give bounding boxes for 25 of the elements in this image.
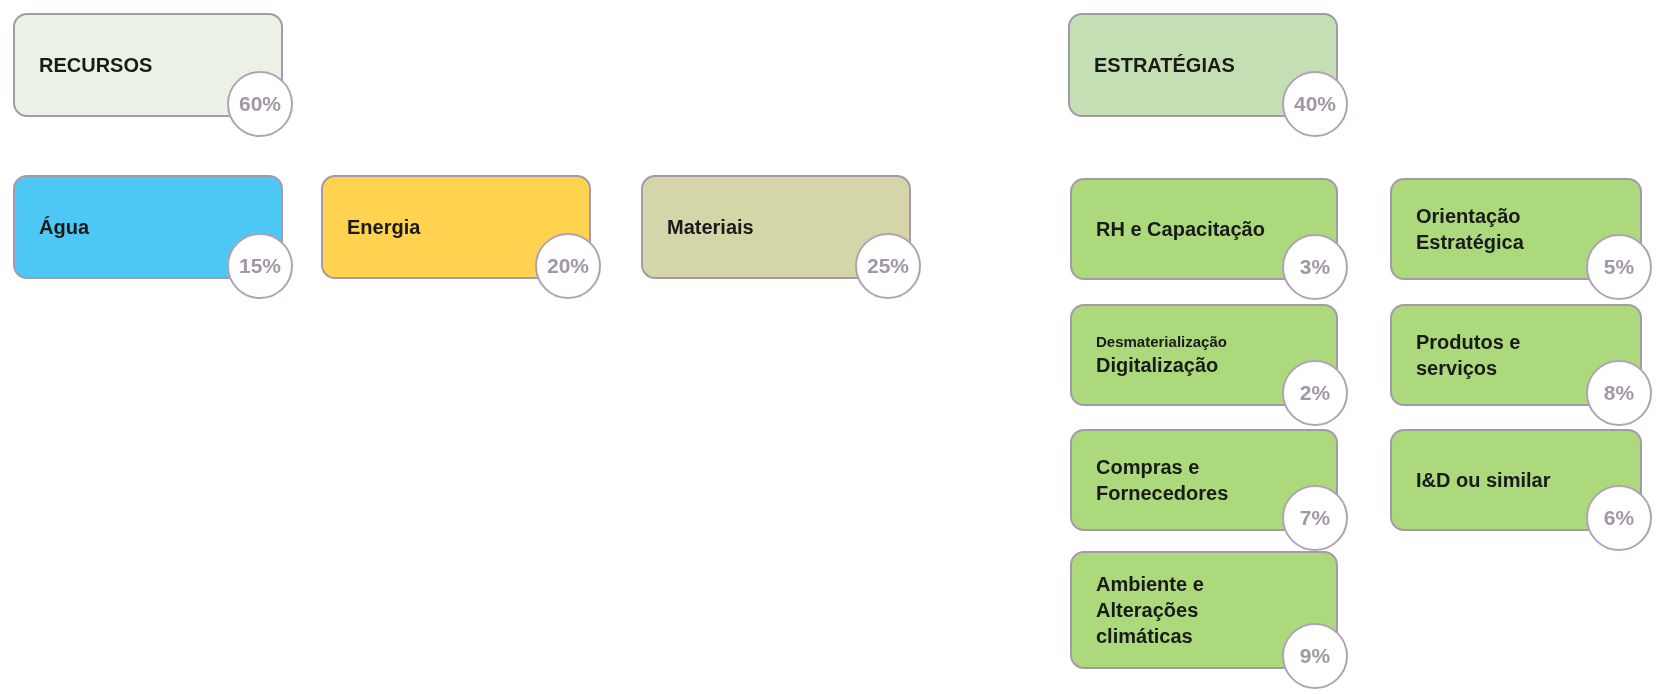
percentage-badge: 15% xyxy=(227,233,293,299)
category-label: RH e Capacitação xyxy=(1096,217,1266,242)
category-label: Ambiente e Alterações climáticas xyxy=(1096,572,1205,649)
percentage-badge: 9% xyxy=(1282,623,1348,689)
category-label: Desmaterialização xyxy=(1096,332,1228,352)
percentage-badge: 7% xyxy=(1282,485,1348,551)
percentage-badge: 20% xyxy=(535,233,601,299)
category-label: Materiais xyxy=(667,215,755,240)
percentage-badge: 5% xyxy=(1586,234,1652,300)
category-label: Digitalização xyxy=(1096,352,1220,378)
category-label: RECURSOS xyxy=(39,53,154,78)
category-label: Água xyxy=(39,215,91,240)
percentage-badge: 25% xyxy=(855,233,921,299)
category-label: Compras e Fornecedores xyxy=(1096,455,1230,506)
category-label: Produtos e serviços xyxy=(1416,330,1522,381)
percentage-badge: 6% xyxy=(1586,485,1652,551)
percentage-badge: 40% xyxy=(1282,71,1348,137)
category-label: Energia xyxy=(347,215,422,240)
category-label: ESTRATÉGIAS xyxy=(1094,53,1236,78)
percentage-badge: 8% xyxy=(1586,360,1652,426)
percentage-badge: 3% xyxy=(1282,234,1348,300)
percentage-badge: 2% xyxy=(1282,360,1348,426)
percentage-badge: 60% xyxy=(227,71,293,137)
category-label: Orientação Estratégica xyxy=(1416,204,1525,255)
category-label: I&D ou similar xyxy=(1416,468,1552,493)
